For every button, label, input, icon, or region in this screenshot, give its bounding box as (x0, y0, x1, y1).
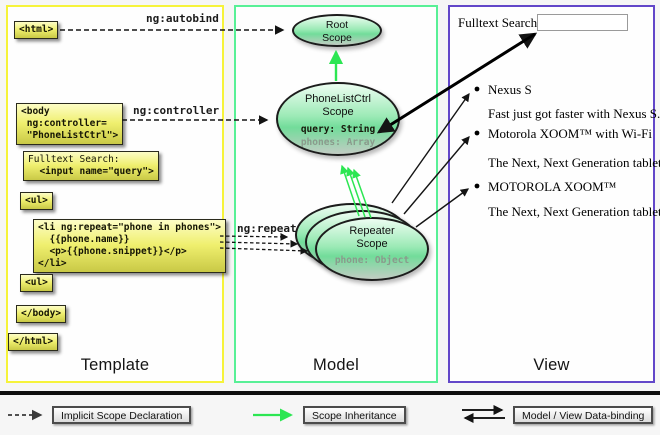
legend-scope-inheritance-box: Scope Inheritance (303, 406, 406, 424)
code-body-close: </body> (16, 305, 67, 323)
code-body-open: <body ng:controller= "PhoneListCtrl"> (16, 103, 124, 145)
code-fulltext-input: <input name="query"> (28, 165, 154, 177)
phone-item-snippet: Fast just got faster with Nexus S. (488, 106, 660, 121)
legend-implicit-scope-box: Implicit Scope Declaration (52, 406, 192, 424)
root-scope-title: Root Scope (322, 19, 352, 44)
template-panel-label: Template (80, 356, 150, 375)
model-panel: Model (234, 5, 438, 383)
phonelistctrl-scope-ellipse: PhoneListCtrl Scope query: String phones… (276, 82, 400, 156)
repeater-scope-title: Repeater Scope (349, 225, 395, 251)
annotation-ng-autobind: ng:autobind (146, 12, 219, 25)
code-ul-open: <ul> (20, 192, 53, 210)
code-fulltext-search: Fulltext Search: <input name="query"> (23, 151, 159, 181)
code-li-repeat: <li ng:repeat="phone in phones"> {{phone… (33, 219, 227, 273)
phonelistctrl-query-prop: query: String (300, 123, 376, 135)
annotation-ng-controller: ng:controller (133, 104, 220, 117)
code-fulltext-label: Fulltext Search: (28, 154, 120, 165)
model-panel-label: Model (313, 356, 359, 375)
annotation-ng-repeat: ng:repeat (237, 222, 297, 235)
phone-item-title: Nexus S (488, 82, 532, 97)
legend-separator-line (0, 391, 660, 395)
legend-databinding-box: Model / View Data-binding (513, 406, 654, 424)
phonelistctrl-scope-title: PhoneListCtrl Scope (304, 93, 372, 119)
fulltext-search-input[interactable] (537, 14, 628, 31)
code-html-close: </html> (8, 333, 59, 351)
root-scope-ellipse: Root Scope (292, 14, 382, 47)
fulltext-search-label: Fulltext Search: (458, 15, 541, 30)
phone-item-title: Motorola XOOM™ with Wi-Fi (488, 126, 653, 141)
repeater-scope-ellipse: Repeater Scope phone: Object (315, 217, 429, 281)
phone-item-title: MOTOROLA XOOM™ (488, 179, 617, 194)
view-panel-label: View (533, 356, 570, 375)
phonelistctrl-phones-prop: phones: Array (300, 136, 376, 148)
code-html-open: <html> (14, 21, 59, 39)
repeater-phone-prop: phone: Object (334, 254, 410, 266)
code-ul-close: <ul> (20, 274, 53, 292)
phone-item-snippet: The Next, Next Generation tablet. (488, 155, 660, 170)
phone-item-snippet: The Next, Next Generation tablet. (488, 204, 660, 219)
